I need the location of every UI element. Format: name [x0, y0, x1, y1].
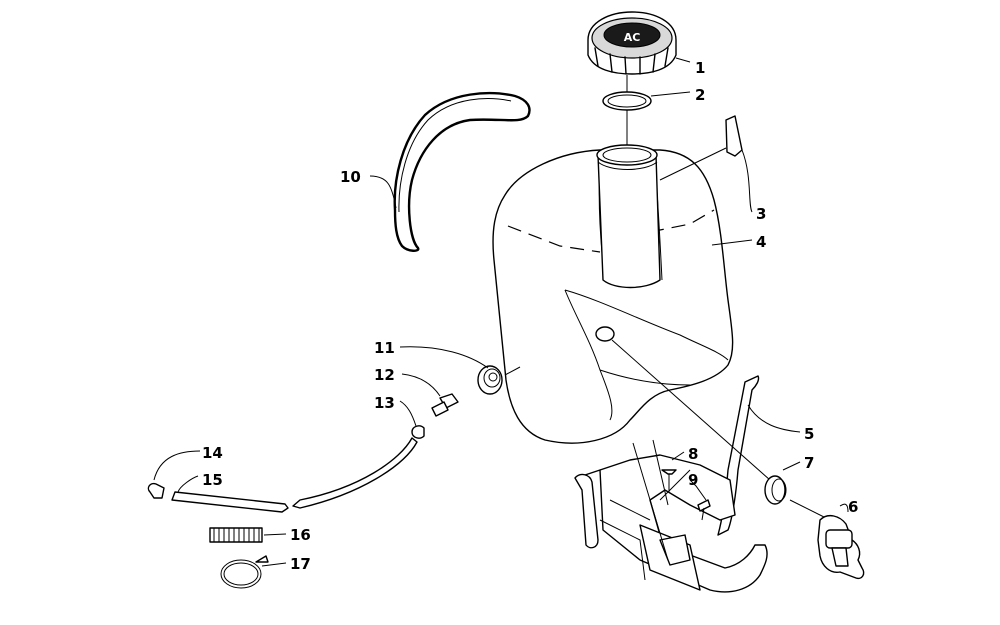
callout-6: 6 [848, 498, 858, 516]
part-16-spring [209, 527, 263, 543]
part-14-clamp [147, 482, 165, 499]
part-4-filler-neck [596, 144, 661, 289]
part-2-o-ring [602, 91, 652, 111]
part-3-decal [725, 115, 743, 157]
part-6-fuel-valve [817, 514, 865, 580]
part-17-clip [220, 555, 269, 589]
cap-logo-text: AC [624, 31, 641, 44]
callout-2: 2 [695, 86, 705, 104]
callout-10: 10 [340, 168, 361, 186]
callout-13: 13 [374, 394, 395, 412]
callout-4: 4 [756, 233, 766, 251]
callout-5: 5 [804, 425, 814, 443]
callout-3: 3 [756, 205, 766, 223]
callout-9: 9 [688, 471, 698, 489]
part-11-grommet [477, 365, 503, 395]
callout-labels: 1 2 3 4 5 6 7 8 9 10 11 12 13 14 15 16 1… [202, 59, 858, 573]
part-10-strap [393, 91, 531, 252]
part-15-fuel-hose [171, 437, 418, 513]
callout-1: 1 [695, 59, 705, 77]
callout-17: 17 [290, 555, 311, 573]
callout-7: 7 [804, 454, 814, 472]
callout-12: 12 [374, 366, 395, 384]
callout-8: 8 [688, 445, 698, 463]
leader-lines [153, 57, 849, 567]
part-1-fuel-cap: AC [587, 11, 677, 75]
part-9-screw [697, 499, 711, 521]
part-13-clamp [411, 425, 425, 439]
part-7-grommet [764, 475, 787, 505]
callout-14: 14 [202, 444, 223, 462]
callout-15: 15 [202, 471, 223, 489]
part-8-screw [661, 469, 677, 492]
part-12-fitting [431, 393, 459, 417]
callout-16: 16 [290, 526, 311, 544]
callout-11: 11 [374, 339, 395, 357]
